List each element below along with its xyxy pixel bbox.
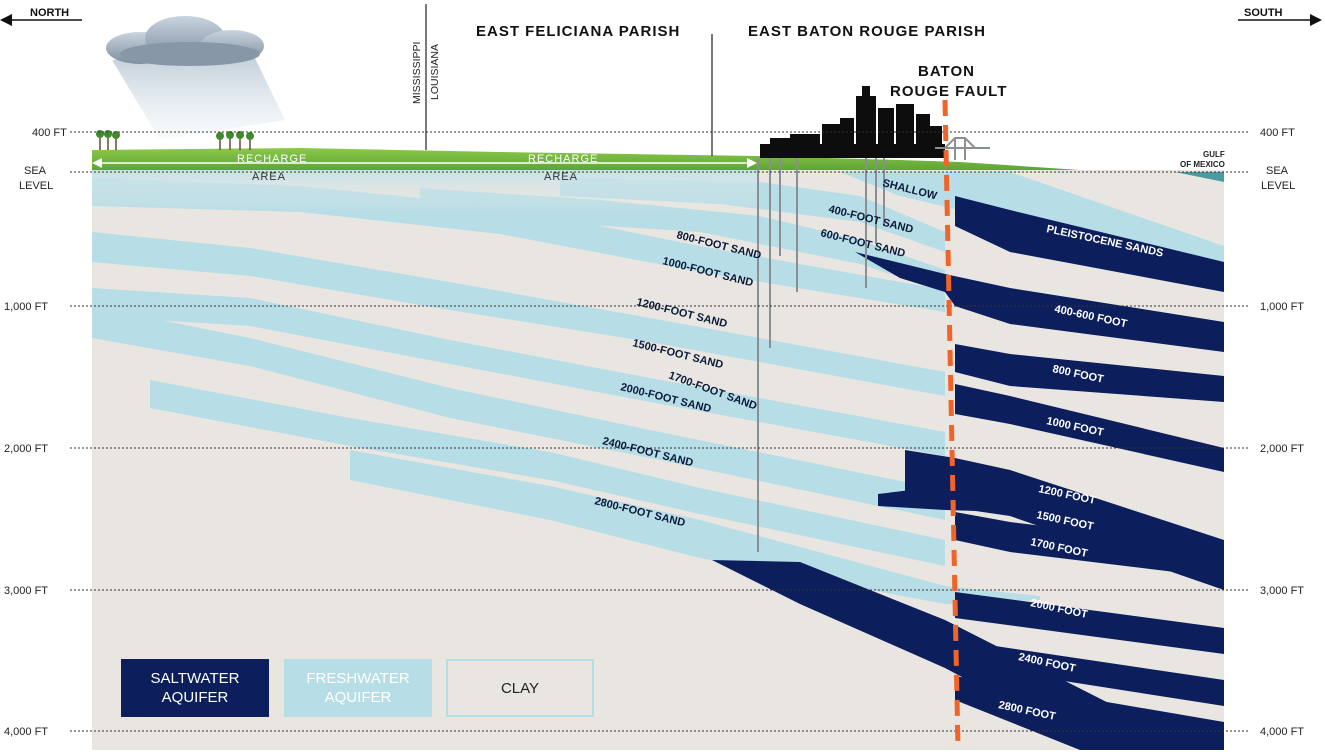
state-mississippi: MISSISSIPPI (411, 42, 423, 104)
depth-right-2000: 2,000 FT (1260, 443, 1304, 455)
recharge-haze (92, 168, 757, 214)
depth-right-4000: 4,000 FT (1260, 726, 1304, 738)
depth-reference-lines (70, 131, 1250, 732)
bridge-icon (935, 137, 990, 160)
city-skyline-icon (760, 86, 945, 158)
recharge-label-2a: RECHARGE (528, 153, 598, 165)
land-surface (92, 148, 1080, 170)
recharge-label-1b: AREA (252, 171, 286, 183)
depth-left-level: LEVEL (19, 180, 53, 192)
north-arrow-icon (0, 14, 82, 26)
depth-left-2000: 2,000 FT (4, 443, 48, 455)
legend-clay: CLAY (446, 659, 594, 717)
recharge-arrow-right-icon (747, 158, 757, 168)
fault-label-2: ROUGE FAULT (890, 83, 1007, 100)
depth-left-4000: 4,000 FT (4, 726, 48, 738)
gulf-label-1: GULF (1203, 150, 1225, 159)
north-label: NORTH (30, 7, 69, 19)
rain-cloud-icon (106, 16, 285, 140)
depth-left-1000: 1,000 FT (4, 301, 48, 313)
fault-label-1: BATON (918, 63, 975, 80)
recharge-arrow-left-icon (92, 158, 102, 168)
legend-saltwater-aquifer: SALTWATER AQUIFER (121, 659, 269, 717)
wells (757, 158, 885, 552)
depth-right-level: LEVEL (1261, 180, 1295, 192)
depth-left-3000: 3,000 FT (4, 585, 48, 597)
parish-east-baton-rouge: EAST BATON ROUGE PARISH (748, 23, 986, 40)
depth-left-sea: SEA (24, 165, 47, 177)
tree-trunks (99, 138, 251, 150)
legend-freshwater-aquifer: FRESHWATER AQUIFER (284, 659, 432, 717)
south-arrow-icon (1238, 14, 1322, 26)
state-louisiana: LOUISIANA (429, 44, 441, 100)
saltwater-aquifers (712, 196, 1224, 750)
parish-east-feliciana: EAST FELICIANA PARISH (476, 23, 680, 40)
recharge-label-1a: RECHARGE (237, 153, 307, 165)
gulf-water (1175, 172, 1224, 182)
baton-rouge-fault-line (942, 99, 961, 749)
south-label: SOUTH (1244, 7, 1283, 19)
recharge-label-2b: AREA (544, 171, 578, 183)
depth-right-3000: 3,000 FT (1260, 585, 1304, 597)
depth-right-400: 400 FT (1260, 127, 1295, 139)
gulf-label-2: OF MEXICO (1180, 160, 1225, 169)
depth-right-sea: SEA (1266, 165, 1289, 177)
depth-right-1000: 1,000 FT (1260, 301, 1304, 313)
depth-left-400: 400 FT (32, 127, 67, 139)
